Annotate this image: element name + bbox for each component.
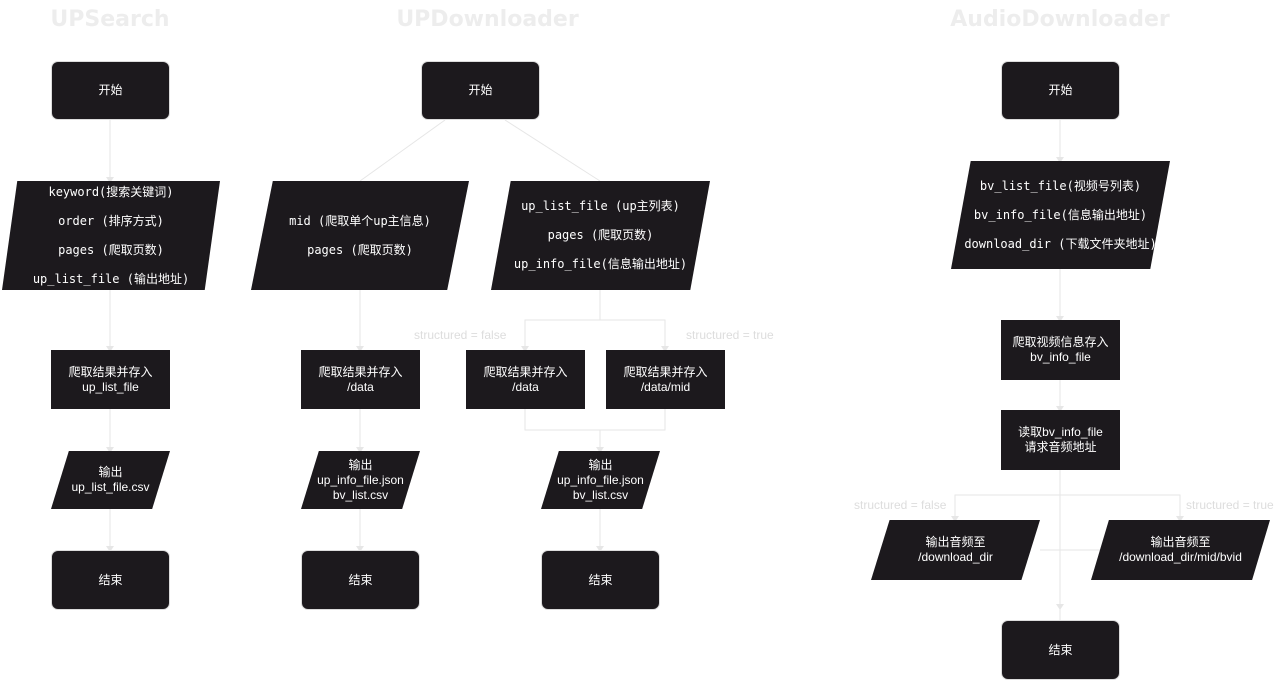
- node-label: bv_list.csv: [572, 487, 629, 502]
- updownloader-list-process-true-node[interactable]: 爬取结果并存入 /data/mid: [606, 350, 725, 409]
- arrowhead: [1176, 516, 1184, 522]
- upsearch-output-node[interactable]: 输出 up_list_file.csv: [51, 451, 170, 509]
- input-param: keyword(搜索关键词): [48, 184, 174, 199]
- upsearch-process-node[interactable]: 爬取结果并存入 up_list_file: [51, 350, 170, 409]
- input-param: pages (爬取页数): [58, 242, 164, 257]
- column-title-audiodownloader: AudioDownloader: [950, 7, 1170, 32]
- input-param: mid (爬取单个up主信息): [289, 213, 431, 228]
- node-label: 爬取结果并存入: [483, 364, 568, 379]
- input-param: up_list_file (输出地址): [32, 271, 190, 286]
- node-label: 爬取结果并存入: [318, 364, 403, 379]
- input-param: pages (爬取页数): [307, 242, 413, 257]
- connector: [954, 494, 1060, 520]
- node-label: 结束: [348, 572, 373, 587]
- node-label: 输出: [348, 457, 373, 472]
- arrowhead: [1056, 604, 1064, 610]
- node-label: /download_dir: [918, 550, 993, 564]
- node-label: 读取bv_info_file: [1018, 425, 1103, 439]
- node-label: 结束: [98, 572, 123, 587]
- updownloader-list-end-node[interactable]: 结束: [541, 550, 660, 610]
- connector: [1060, 494, 1181, 520]
- input-param: order (排序方式): [58, 213, 164, 228]
- node-label: 结束: [588, 572, 613, 587]
- node-label: up_list_file: [82, 379, 139, 394]
- node-label: 开始: [98, 83, 123, 97]
- node-label: 爬取结果并存入: [623, 364, 708, 379]
- arrowhead: [106, 177, 114, 183]
- audiodownloader-end-node[interactable]: 结束: [1001, 620, 1120, 680]
- node-label: /download_dir/mid/bvid: [1119, 550, 1242, 564]
- audiodownloader-fetch-node[interactable]: 爬取视频信息存入 bv_info_file: [1001, 320, 1120, 380]
- branch-label-false: structured = false: [414, 328, 507, 342]
- arrowhead: [356, 447, 364, 453]
- node-label: /data/mid: [640, 379, 691, 394]
- node-label: up_info_file.json: [557, 472, 644, 487]
- input-param: up_list_file (up主列表): [521, 199, 680, 213]
- branch-label-true: structured = true: [1186, 498, 1274, 512]
- arrowheads: [106, 157, 1184, 610]
- node-label: 爬取结果并存入: [68, 364, 153, 379]
- arrowhead: [356, 346, 364, 352]
- input-param: bv_info_file(信息输出地址): [973, 207, 1148, 222]
- arrowhead: [106, 546, 114, 552]
- node-label: 请求音频地址: [1024, 440, 1097, 454]
- arrowhead: [1056, 157, 1064, 163]
- arrowhead: [661, 346, 669, 352]
- node-label: bv_info_file: [1030, 350, 1091, 364]
- upsearch-input-node[interactable]: keyword(搜索关键词) order (排序方式) pages (爬取页数)…: [2, 181, 220, 290]
- node-label: 结束: [1048, 642, 1073, 657]
- input-param: pages (爬取页数): [547, 228, 654, 242]
- upsearch-end-node[interactable]: 结束: [51, 550, 170, 610]
- node-label: bv_list.csv: [332, 487, 389, 502]
- column-title-updownloader: UPDownloader: [396, 7, 579, 32]
- updownloader-list-process-false-node[interactable]: 爬取结果并存入 /data: [466, 350, 585, 409]
- arrowhead: [1056, 316, 1064, 322]
- node-label: up_list_file.csv: [71, 480, 150, 494]
- connector: [504, 119, 601, 182]
- node-label: 开始: [468, 83, 493, 97]
- arrowhead: [521, 346, 529, 352]
- arrowhead: [1056, 406, 1064, 412]
- connector: [600, 319, 666, 350]
- connector: [524, 409, 666, 431]
- connector: [359, 119, 446, 182]
- arrowhead: [106, 346, 114, 352]
- audiodownloader-output-true-node[interactable]: 输出音频至 /download_dir/mid/bvid: [1091, 520, 1270, 580]
- node-label: up_info_file.json: [317, 472, 404, 487]
- audiodownloader-read-node[interactable]: 读取bv_info_file 请求音频地址: [1001, 410, 1120, 470]
- audiodownloader-start-node[interactable]: 开始: [1001, 61, 1120, 120]
- input-param: up_info_file(信息输出地址): [513, 257, 688, 271]
- node-label: 爬取视频信息存入: [1012, 335, 1109, 349]
- audiodownloader-input-node[interactable]: bv_list_file(视频号列表) bv_info_file(信息输出地址)…: [951, 161, 1170, 269]
- updownloader-list-input-node[interactable]: up_list_file (up主列表) pages (爬取页数) up_inf…: [491, 181, 710, 290]
- branch-label-true: structured = true: [686, 328, 774, 342]
- node-label: 输出音频至: [1150, 535, 1211, 549]
- node-label: 开始: [1048, 83, 1073, 97]
- node-label: 输出: [588, 457, 613, 472]
- arrowhead: [596, 546, 604, 552]
- node-label: 输出音频至: [925, 535, 986, 549]
- arrowhead: [596, 447, 604, 453]
- arrowhead: [106, 447, 114, 453]
- upsearch-start-node[interactable]: 开始: [51, 61, 170, 120]
- input-param: bv_list_file(视频号列表): [979, 178, 1142, 193]
- node-label: /data: [347, 379, 374, 394]
- updownloader-mid-input-node[interactable]: mid (爬取单个up主信息) pages (爬取页数): [251, 181, 469, 290]
- node-label: 输出: [98, 465, 123, 479]
- column-title-upsearch: UPSearch: [50, 7, 170, 32]
- node-label: /data: [512, 379, 539, 394]
- arrowhead: [951, 516, 959, 522]
- input-param: download_dir (下载文件夹地址): [964, 236, 1157, 251]
- arrowhead: [356, 546, 364, 552]
- branch-label-false: structured = false: [854, 498, 947, 512]
- audiodownloader-output-false-node[interactable]: 输出音频至 /download_dir: [871, 520, 1040, 580]
- updownloader-list-output-node[interactable]: 输出 up_info_file.json bv_list.csv: [541, 451, 660, 509]
- updownloader-mid-output-node[interactable]: 输出 up_info_file.json bv_list.csv: [301, 451, 420, 509]
- updownloader-mid-end-node[interactable]: 结束: [301, 550, 420, 610]
- updownloader-mid-process-node[interactable]: 爬取结果并存入 /data: [301, 350, 420, 409]
- connector: [524, 290, 601, 350]
- updownloader-start-node[interactable]: 开始: [421, 61, 540, 120]
